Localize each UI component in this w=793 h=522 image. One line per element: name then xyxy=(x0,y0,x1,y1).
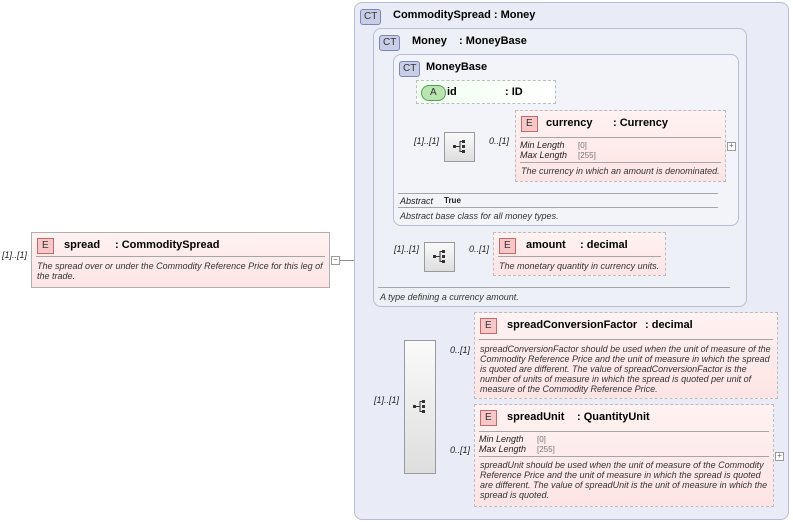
sequence-compositor[interactable] xyxy=(424,242,455,272)
sequence-cardinality: [1]..[1] xyxy=(394,244,420,254)
facet-value: [255] xyxy=(537,445,555,454)
ct-description: Abstract base class for all money types. xyxy=(400,211,559,221)
element-name: spread xyxy=(64,239,101,251)
element-type: : Currency xyxy=(613,117,669,129)
element-description: The spread over or under the Commodity R… xyxy=(37,261,323,281)
element-description: The monetary quantity in currency units. xyxy=(499,261,660,271)
element-badge: E xyxy=(37,238,54,254)
ct-description: A type defining a currency amount. xyxy=(380,292,519,302)
sequence-icon xyxy=(453,140,465,153)
element-badge: E xyxy=(480,318,497,334)
divider xyxy=(398,193,718,194)
ct-badge: CT xyxy=(399,61,421,77)
root-cardinality: [1]..[1] xyxy=(2,250,28,260)
ct-title: Money : MoneyBase xyxy=(412,35,527,47)
divider xyxy=(479,456,769,457)
facet-value: [255] xyxy=(578,151,596,160)
divider xyxy=(498,256,661,257)
divider xyxy=(520,162,721,163)
element-cardinality: 0..[1] xyxy=(450,345,471,355)
attribute-name: id xyxy=(447,86,457,98)
sequence-cardinality: [1]..[1] xyxy=(414,136,440,146)
element-cardinality: 0..[1] xyxy=(450,445,471,455)
element-badge: E xyxy=(499,238,516,254)
attribute-id[interactable]: A id : ID xyxy=(416,80,556,104)
element-name: currency xyxy=(546,117,593,129)
divider xyxy=(479,431,769,432)
element-description: The currency in which an amount is denom… xyxy=(521,166,720,176)
element-description: spreadUnit should be used when the unit … xyxy=(480,460,768,500)
element-type: : QuantityUnit xyxy=(577,411,650,423)
ct-badge: CT xyxy=(379,35,401,51)
abstract-label: Abstract xyxy=(400,196,434,206)
currency-element[interactable]: E currency : Currency Min Length [0] Max… xyxy=(515,110,726,182)
divider xyxy=(378,287,730,288)
abstract-value: True xyxy=(444,196,461,205)
divider xyxy=(36,256,325,257)
sequence-compositor[interactable] xyxy=(444,132,475,162)
divider xyxy=(398,207,718,208)
element-cardinality: 0..[1] xyxy=(469,244,490,254)
sequence-icon xyxy=(413,400,425,413)
expand-toggle[interactable]: + xyxy=(775,452,784,461)
facet-value: [0] xyxy=(578,141,587,150)
ct-badge: CT xyxy=(360,9,382,25)
collapse-toggle[interactable]: − xyxy=(331,256,340,265)
attribute-type: : ID xyxy=(505,86,523,98)
element-cardinality: 0..[1] xyxy=(489,136,510,146)
sequence-compositor[interactable] xyxy=(404,340,436,474)
connector-line xyxy=(340,260,364,261)
spreadunit-element[interactable]: E spreadUnit : QuantityUnit Min Length [… xyxy=(474,404,774,507)
element-name: amount xyxy=(526,239,566,251)
spread-element[interactable]: E spread : CommoditySpread The spread ov… xyxy=(31,232,330,288)
facet-key: Max Length xyxy=(479,444,527,454)
element-badge: E xyxy=(521,116,538,132)
element-type: : decimal xyxy=(580,239,628,251)
sequence-cardinality: [1]..[1] xyxy=(374,395,400,405)
element-type: : CommoditySpread xyxy=(115,239,220,251)
ct-title: MoneyBase xyxy=(426,61,488,73)
element-badge: E xyxy=(480,410,497,426)
facet-key: Max Length xyxy=(520,150,568,160)
facet-key: Min Length xyxy=(520,140,565,150)
element-description: spreadConversionFactor should be used wh… xyxy=(480,344,771,394)
element-name: spreadUnit xyxy=(507,411,565,423)
element-type: : decimal xyxy=(645,319,693,331)
sequence-icon xyxy=(433,250,445,263)
facet-key: Min Length xyxy=(479,434,524,444)
divider xyxy=(520,137,721,138)
expand-toggle[interactable]: + xyxy=(727,142,736,151)
amount-element[interactable]: E amount : decimal The monetary quantity… xyxy=(493,232,666,276)
attribute-badge: A xyxy=(421,85,446,101)
ct-title: CommoditySpread : Money xyxy=(393,9,536,21)
divider xyxy=(479,339,773,340)
facet-value: [0] xyxy=(537,435,546,444)
spreadconversionfactor-element[interactable]: E spreadConversionFactor : decimal sprea… xyxy=(474,312,778,399)
element-name: spreadConversionFactor xyxy=(507,319,638,331)
